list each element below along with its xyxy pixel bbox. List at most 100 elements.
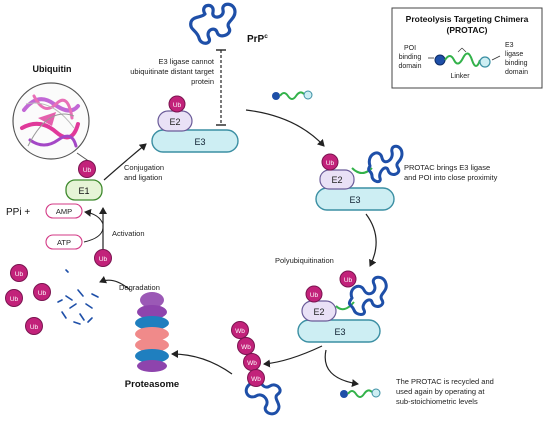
to-tagged-arrow <box>263 345 323 368</box>
polyub-complex: E3 E2 Ub Ub <box>297 270 388 343</box>
recycled-protac <box>340 388 381 398</box>
legend-title: Proteolysis Targeting Chimera <box>406 14 529 24</box>
to-proteasome-arrow <box>171 350 233 375</box>
polyub-linker <box>335 301 355 311</box>
protac-legend: Proteolysis Targeting Chimera (PROTAC) P… <box>391 7 543 89</box>
legend-e3-label-3: binding <box>505 60 528 67</box>
recycle-note-line2: used again by operating at <box>396 387 485 396</box>
legend-poi-domain-icon <box>434 54 446 66</box>
polyub-e3-shape <box>297 319 381 343</box>
proximity-e3-label: E3 <box>349 195 360 205</box>
atp-box <box>45 234 83 250</box>
polyub-ub-label-2: Ub <box>344 277 353 284</box>
proximity-note-line2: and POI into close proximity <box>404 173 498 182</box>
proteasome-icon <box>135 292 169 372</box>
legend-border <box>391 7 543 89</box>
e1-complex: E1 Ub <box>65 160 103 201</box>
amp-label: AMP <box>56 207 72 216</box>
proximity-e2-label: E2 <box>331 175 342 185</box>
prion-icon <box>189 2 237 45</box>
proximity-ub-label: Ub <box>326 160 335 167</box>
proximity-e3-shape <box>315 187 395 211</box>
legend-poi-label-2: binding <box>399 54 422 61</box>
released-ub-2 <box>5 289 23 307</box>
ubiquitin-structure <box>12 82 90 160</box>
atp-label: ATP <box>57 238 71 247</box>
atp-arrow <box>83 227 104 243</box>
ppi-label: PPi + <box>6 207 30 218</box>
polyub-ub-label-1: Ub <box>310 292 319 299</box>
legend-linker-label: Linker <box>450 73 470 80</box>
conjugation-label-2: and ligation <box>124 173 162 182</box>
recycle-note-line3: sub-stoichiometric levels <box>396 397 478 406</box>
legend-poi-label-1: POI <box>404 45 416 52</box>
released-ub-4 <box>25 317 43 335</box>
svg-text:Wb: Wb <box>241 344 251 351</box>
polyub-label: Polyubiquitination <box>275 256 334 265</box>
polyub-prion-icon <box>347 275 388 316</box>
legend-e3-domain-icon <box>479 56 491 68</box>
released-ub-1 <box>10 264 28 282</box>
prion-protein: PrPc <box>189 2 268 45</box>
tagged-prion-icon <box>244 374 282 416</box>
svg-text:Wb: Wb <box>251 376 261 383</box>
peptide-fragments <box>57 269 99 325</box>
legend-linker-icon <box>444 52 481 67</box>
top-ub-label: Ub <box>173 102 182 109</box>
svg-text:Ub: Ub <box>30 324 39 331</box>
proximity-note-line1: PROTAC brings E3 ligase <box>404 163 490 172</box>
free-protac-top <box>272 90 313 100</box>
tagged-wb-2 <box>237 337 255 355</box>
legend-poi-label-3: domain <box>399 63 422 70</box>
e3-note-line2: ubiquitinate distant target <box>130 67 215 76</box>
e3-note-line3: protein <box>191 77 214 86</box>
amp-box <box>45 203 83 219</box>
recycle-note-line1: The PROTAC is recycled and <box>396 377 494 386</box>
proximity-complex: E3 E2 Ub <box>315 144 404 211</box>
top-e2-label: E2 <box>169 117 180 127</box>
protac-binding-arrow <box>245 109 325 147</box>
polyub-ub-icon-1 <box>305 285 323 303</box>
free-ub-icon <box>94 249 112 267</box>
e1-shape <box>65 179 103 201</box>
degradation-arrow <box>99 275 131 291</box>
legend-subtitle: (PROTAC) <box>447 25 488 35</box>
legend-e3-label-1: E3 <box>505 42 514 49</box>
released-ubiquitins: Ub Ub Ub Ub <box>5 264 51 335</box>
e1-ub-icon <box>78 160 96 178</box>
top-ub-icon <box>168 95 186 113</box>
polyub-e3-label: E3 <box>334 327 345 337</box>
ubiquitin-title: Ubiquitin <box>33 64 72 74</box>
tagged-wb-1 <box>231 321 249 339</box>
proximity-e2-shape <box>319 169 355 190</box>
free-ub-label: Ub <box>99 256 108 263</box>
top-e3-complex: E3 E2 Ub <box>151 95 239 153</box>
e1-label: E1 <box>78 186 89 196</box>
degradation-label: Degradation <box>119 283 160 292</box>
svg-text:Wb: Wb <box>247 360 257 367</box>
proximity-linker <box>351 167 373 174</box>
activation-label: Activation <box>112 229 145 238</box>
tagged-wb-4 <box>247 369 265 387</box>
svg-text:Ub: Ub <box>10 296 19 303</box>
top-e3-label: E3 <box>194 137 205 147</box>
svg-text:Ub: Ub <box>15 271 24 278</box>
proteasome-label: Proteasome <box>125 379 179 390</box>
polyub-ub-icon-2 <box>339 270 357 288</box>
legend-e3-label-4: domain <box>505 69 528 76</box>
proximity-prion-icon <box>367 144 404 184</box>
to-polyub-arrow <box>365 213 377 267</box>
conjugation-arrow <box>103 143 147 181</box>
proximity-ub-icon <box>321 153 339 171</box>
polyubiquitinated-prion: Wb Wb Wb Wb <box>231 321 282 416</box>
e3-note-line1: E3 ligase cannot <box>159 57 215 66</box>
recycle-arrow <box>324 349 359 388</box>
e1-ub-label: Ub <box>83 167 92 174</box>
conjugation-label-1: Conjugation <box>124 163 164 172</box>
svg-text:Wb: Wb <box>235 328 245 335</box>
polyub-e2-shape <box>301 300 337 322</box>
prp-label: PrPc <box>247 33 268 45</box>
released-ub-3 <box>33 283 51 301</box>
svg-text:Ub: Ub <box>38 290 47 297</box>
